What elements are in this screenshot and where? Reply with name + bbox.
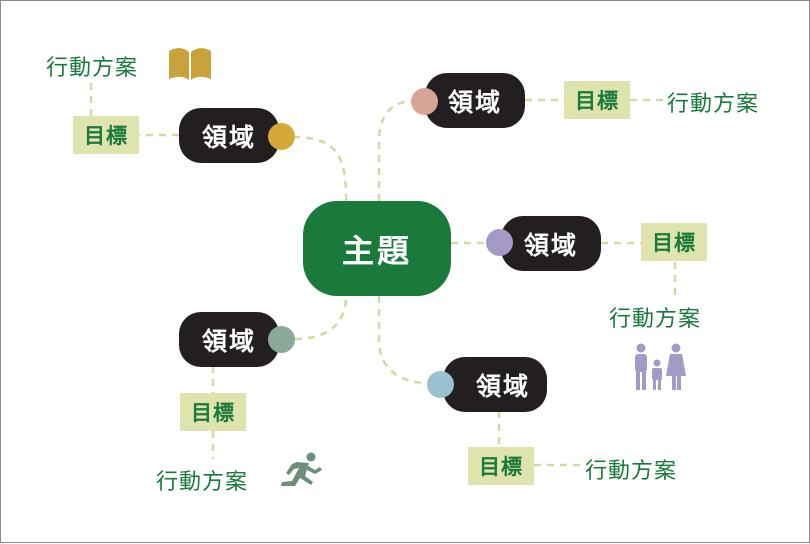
family-icon: [635, 343, 686, 390]
goal-node-4: 目標: [180, 393, 246, 431]
domain-dot-2: [411, 88, 438, 115]
connector-theme-to-domain-1: [292, 135, 348, 202]
domain-label-1: 領域: [201, 122, 256, 152]
domain-label-5: 領域: [475, 371, 530, 401]
goal-node-5: 目標: [468, 447, 534, 485]
domain-node-3: 領域: [501, 216, 601, 271]
goal-label-1: 目標: [84, 124, 128, 148]
connector-theme-to-domain-2: [377, 99, 414, 201]
goal-label-5: 目標: [479, 455, 523, 479]
domain-dot-5: [427, 371, 454, 398]
theme-node: 主題: [303, 201, 451, 296]
domain-node-4: 領域: [179, 312, 279, 367]
goal-node-3: 目標: [641, 223, 707, 261]
action-label-2: 行動方案: [667, 92, 760, 117]
book-icon: [169, 48, 211, 80]
action-label-1: 行動方案: [46, 56, 139, 81]
domain-dot-3: [486, 229, 513, 256]
goal-node-2: 目標: [564, 81, 630, 119]
connector-theme-to-domain-4: [294, 295, 348, 341]
domain-label-3: 領域: [523, 230, 578, 260]
goal-label-4: 目標: [191, 401, 235, 425]
action-label-4: 行動方案: [156, 470, 249, 495]
goal-label-2: 目標: [575, 89, 619, 113]
domain-label-4: 領域: [201, 326, 256, 356]
domain-node-2: 領域: [425, 73, 525, 128]
domain-dot-1: [268, 123, 295, 150]
goal-label-3: 目標: [652, 231, 696, 255]
action-label-5: 行動方案: [585, 459, 678, 484]
goal-node-1: 目標: [73, 116, 139, 154]
domain-node-1: 領域: [179, 108, 279, 163]
running-person-icon: [281, 452, 322, 486]
action-label-3: 行動方案: [609, 307, 702, 332]
connector-theme-to-domain-5: [377, 296, 428, 385]
domain-dot-4: [268, 326, 295, 353]
domain-label-2: 領域: [447, 87, 502, 117]
domain-node-5: 領域: [443, 357, 547, 412]
